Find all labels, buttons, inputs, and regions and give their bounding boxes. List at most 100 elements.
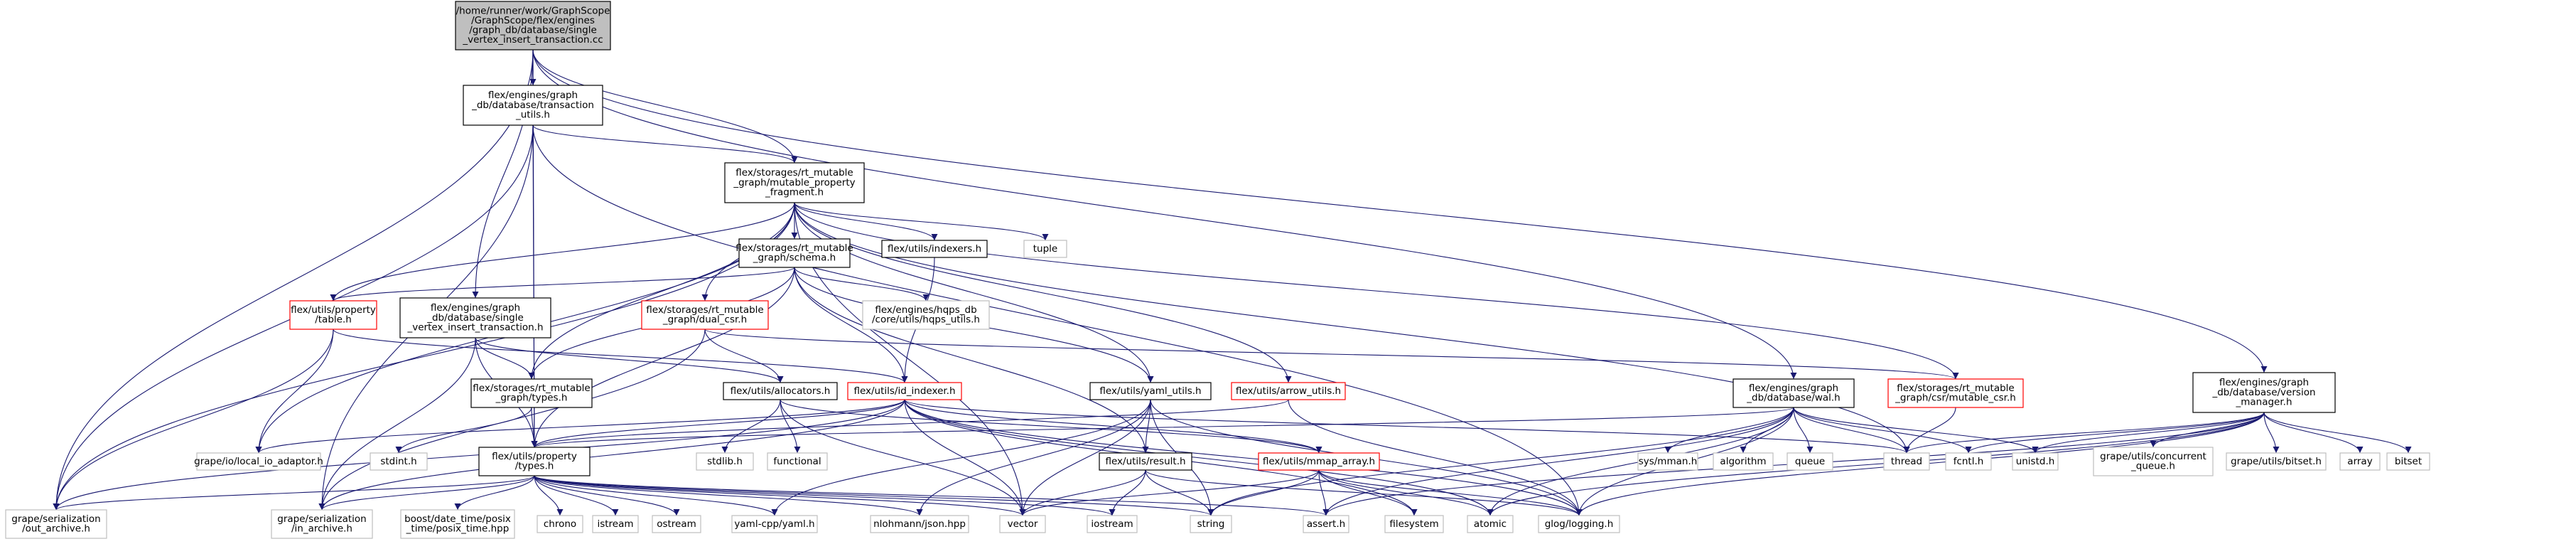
- node-hqps-utils: flex/engines/hqps_db/core/utils/hqps_uti…: [862, 300, 990, 330]
- node-label-line: /GraphScope/flex/engines: [471, 15, 595, 26]
- node-box: [1089, 382, 1212, 400]
- node-box: [652, 515, 701, 533]
- edge-property-types-to-out-archive: [53, 475, 535, 511]
- node-box: [463, 85, 603, 126]
- node-box: [847, 382, 962, 400]
- edge-version-manager-to-unistd: [2032, 412, 2265, 454]
- node-box: [2093, 447, 2214, 476]
- edge-allocators-to-stdlib: [721, 399, 781, 454]
- node-label-line: /in_archive.h: [291, 523, 352, 535]
- node-label-line: grape/utils/bitset.h: [2231, 456, 2322, 467]
- node-mmap-array[interactable]: flex/utils/mmap_array.h: [1258, 452, 1380, 471]
- edges-layer: [53, 49, 2412, 516]
- edge-single-vertex-h-to-in-archive: [318, 337, 476, 511]
- node-box: [1945, 452, 1992, 471]
- edge-rt-types-to-stdint: [395, 407, 532, 454]
- node-allocators[interactable]: flex/utils/allocators.h: [723, 382, 838, 400]
- node-box: [5, 509, 107, 539]
- edge-wal-to-fcntl: [1793, 407, 1972, 454]
- node-label-line: fcntl.h: [1953, 456, 1984, 467]
- node-arrow-utils[interactable]: flex/utils/arrow_utils.h: [1231, 382, 1346, 400]
- node-concurrent-queue: grape/utils/concurrent_queue.h: [2093, 447, 2214, 476]
- edge-root-to-mutable-property-fragment: [532, 49, 798, 164]
- node-label-line: flex/engines/graph: [488, 90, 578, 101]
- edge-version-manager-to-bitset-h: [2263, 412, 2280, 454]
- node-label-line: grape/serialization: [277, 513, 366, 525]
- edge-property-types-to-ostream: [534, 475, 680, 516]
- node-schema[interactable]: flex/storages/rt_mutable_graph/schema.h: [735, 238, 853, 268]
- edge-mutable-property-fragment-to-mutable-csr: [794, 202, 1959, 380]
- edge-mutable-property-fragment-to-rt-types: [528, 202, 795, 380]
- node-label-line: functional: [773, 456, 821, 467]
- node-dual-csr[interactable]: flex/storages/rt_mutable_graph/dual_csr.…: [641, 300, 769, 330]
- edge-version-manager-to-thread: [1903, 412, 2265, 454]
- node-box: [2226, 452, 2327, 471]
- node-box: [400, 509, 515, 539]
- node-property-types[interactable]: flex/utils/property/types.h: [478, 447, 591, 476]
- node-wal[interactable]: flex/engines/graph_db/database/wal.h: [1732, 378, 1855, 408]
- node-box: [999, 515, 1046, 533]
- node-yaml-utils[interactable]: flex/utils/yaml_utils.h: [1089, 382, 1212, 400]
- node-box: [370, 452, 428, 471]
- node-label-line: flex/utils/arrow_utils.h: [1236, 385, 1341, 397]
- node-rt-types[interactable]: flex/storages/rt_mutable_graph/types.h: [470, 378, 593, 408]
- node-id-indexer[interactable]: flex/utils/id_indexer.h: [847, 382, 962, 400]
- edge-mutable-property-fragment-to-arrow-utils: [794, 202, 1292, 383]
- edge-result-to-iostream: [1109, 469, 1146, 516]
- node-mutable-csr[interactable]: flex/storages/rt_mutable_graph/csr/mutab…: [1887, 378, 2024, 408]
- node-label-line: string: [1197, 518, 1225, 530]
- node-label-line: /graph_db/database/single: [469, 25, 597, 36]
- node-label-line: ostream: [657, 518, 696, 530]
- node-box: [724, 162, 865, 203]
- node-root[interactable]: /home/runner/work/GraphScope/GraphScope/…: [455, 1, 611, 50]
- edge-transaction-utils-to-glog: [532, 124, 1583, 516]
- node-vector: vector: [999, 515, 1046, 533]
- node-property-table[interactable]: flex/utils/property/table.h: [289, 300, 377, 330]
- node-box: [738, 238, 851, 268]
- nodes-layer: /home/runner/work/GraphScope/GraphScope/…: [5, 1, 2430, 539]
- node-functional: functional: [767, 452, 828, 471]
- node-box: [1732, 378, 1855, 408]
- node-label-line: grape/io/local_io_adaptor.h: [194, 456, 323, 467]
- node-label-line: unistd.h: [2016, 456, 2055, 467]
- node-version-manager[interactable]: flex/engines/graph_db/database/version_m…: [2192, 372, 2336, 413]
- node-label-line: flex/utils/property: [492, 451, 577, 462]
- node-label-line: /types.h: [515, 461, 554, 472]
- node-label-line: assert.h: [1307, 518, 1345, 530]
- node-label-line: stdint.h: [380, 456, 416, 467]
- node-fcntl: fcntl.h: [1945, 452, 1992, 471]
- node-label-line: /core/utils/hqps_utils.h: [872, 314, 980, 326]
- edge-mmap-array-to-assert: [1318, 469, 1330, 516]
- node-box: [592, 515, 639, 533]
- edge-schema-to-property-table: [330, 267, 795, 302]
- edge-schema-to-id-indexer: [794, 267, 908, 383]
- node-mutable-property-fragment[interactable]: flex/storages/rt_mutable_graph/mutable_p…: [724, 162, 865, 203]
- node-thread: thread: [1883, 452, 1930, 471]
- node-label-line: vector: [1008, 518, 1038, 530]
- node-label-line: flex/engines/hqps_db: [875, 304, 976, 316]
- node-indexers[interactable]: flex/utils/indexers.h: [881, 240, 988, 258]
- node-glog: glog/logging.h: [1538, 515, 1620, 533]
- node-transaction-utils[interactable]: flex/engines/graph_db/database/transacti…: [463, 85, 603, 126]
- node-single-vertex-h[interactable]: flex/engines/graph_db/database/single_ve…: [399, 297, 551, 338]
- edge-property-table-to-out-archive: [53, 329, 334, 511]
- node-ostream: ostream: [652, 515, 701, 533]
- edge-wal-to-thread: [1793, 407, 1910, 454]
- node-bitset: bitset: [2386, 452, 2430, 471]
- node-label-line: iostream: [1091, 518, 1133, 530]
- node-label-line: _fragment.h: [765, 186, 824, 198]
- node-box: [870, 515, 969, 533]
- node-label-line: _graph/dual_csr.h: [662, 314, 747, 326]
- node-label-line: flex/utils/id_indexer.h: [853, 385, 955, 397]
- node-in-archive: grape/serialization/in_archive.h: [271, 509, 373, 539]
- node-stdint: stdint.h: [370, 452, 428, 471]
- node-box: [1713, 452, 1774, 471]
- edge-id-indexer-to-local-io-adaptor: [255, 399, 905, 454]
- node-chrono: chrono: [537, 515, 583, 533]
- node-label-line: flex/utils/yaml_utils.h: [1099, 385, 1201, 397]
- node-label-line: flex/utils/mmap_array.h: [1263, 456, 1375, 467]
- edge-arrow-utils-to-glog: [1288, 399, 1583, 516]
- node-result[interactable]: flex/utils/result.h: [1099, 452, 1192, 471]
- edge-yaml-utils-to-result: [1142, 399, 1151, 454]
- node-label-line: /table.h: [315, 314, 352, 326]
